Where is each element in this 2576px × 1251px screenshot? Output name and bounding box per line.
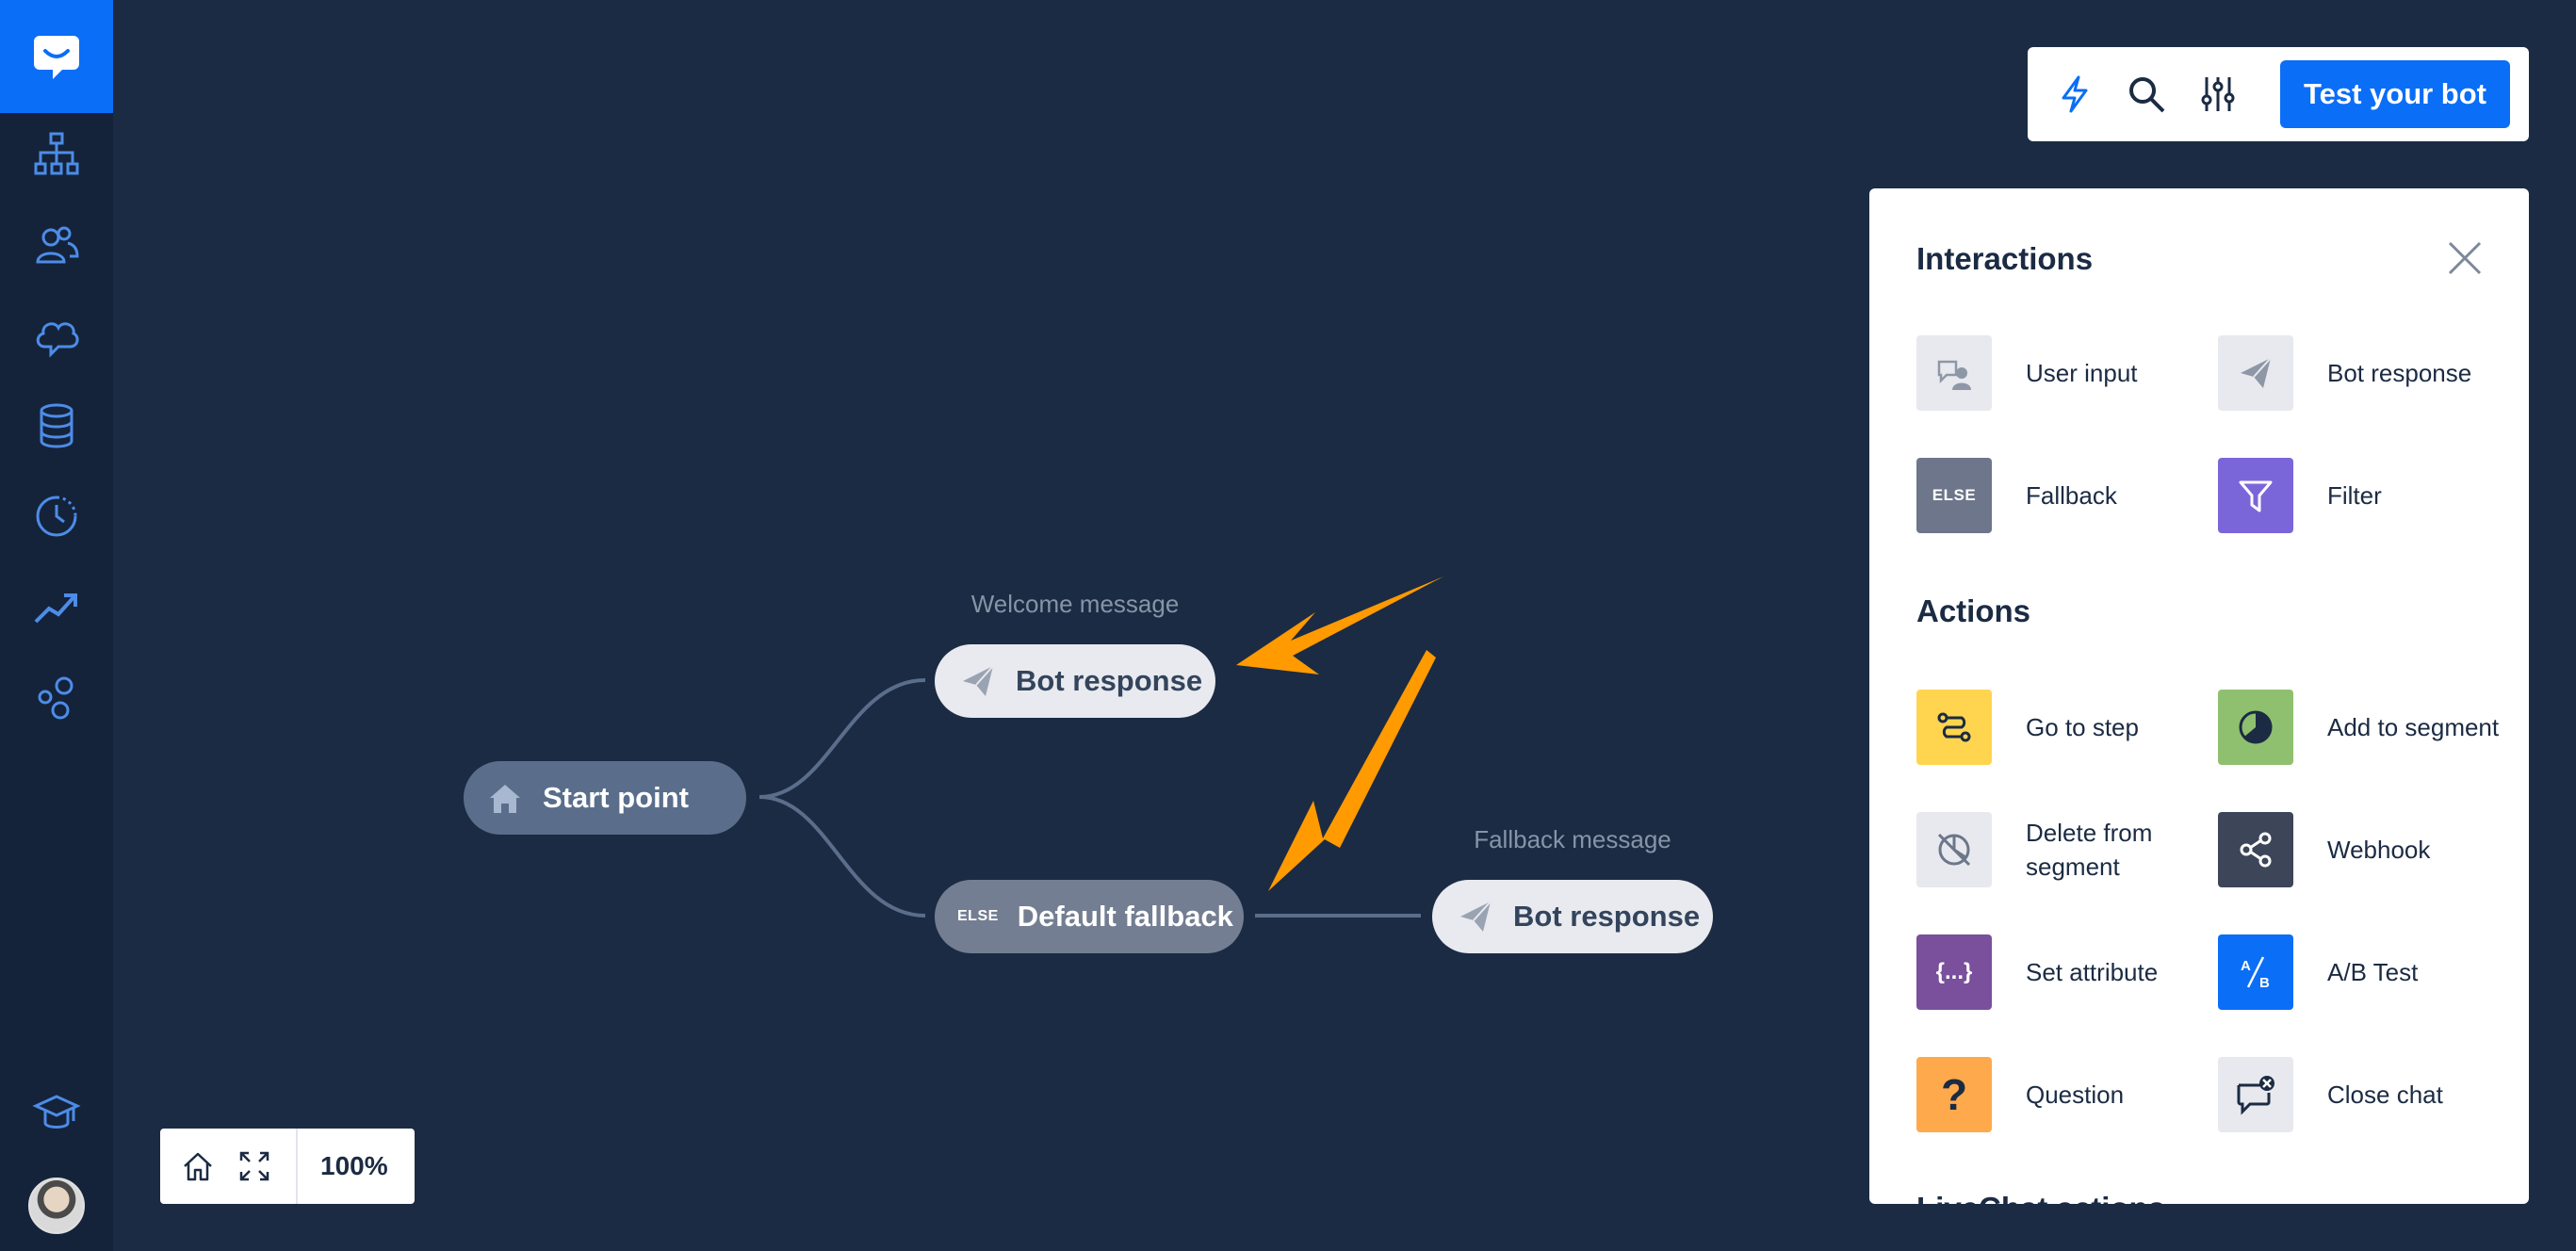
start-point-node[interactable]: Start point (464, 761, 746, 835)
divider (296, 1129, 298, 1204)
item-label: Close chat (2327, 1080, 2443, 1109)
node-label: Bot response (1016, 664, 1203, 697)
item-label: Set attribute (2026, 958, 2159, 986)
item-label: Bot response (2327, 359, 2472, 387)
node-label: Default fallback (1017, 900, 1233, 933)
item-label: Add to segment (2327, 713, 2500, 741)
annotation-arrow (1268, 650, 1436, 891)
action-webhook[interactable]: Webhook (2218, 812, 2506, 887)
question-icon: ? (1916, 1057, 1992, 1132)
fallback-bot-response-node[interactable]: Bot response (1432, 880, 1713, 953)
close-chat-icon (2218, 1057, 2293, 1132)
action-close-chat[interactable]: Close chat (2218, 1057, 2506, 1132)
node-label: Start point (543, 781, 689, 814)
avatar[interactable] (28, 1178, 85, 1234)
database-icon[interactable] (28, 398, 85, 454)
svg-text:B: B (2259, 975, 2270, 991)
livechat-actions-title: LiveChat actions (1916, 1191, 2165, 1204)
item-label: A/B Test (2327, 958, 2419, 986)
action-go-to-step[interactable]: Go to step (1916, 690, 2205, 765)
paper-plane-icon (963, 665, 994, 696)
sidebar (0, 0, 113, 1251)
zoom-level: 100% (320, 1151, 388, 1180)
action-set-attribute[interactable]: {...} Set attribute (1916, 934, 2205, 1010)
item-label: Fallback (2026, 481, 2117, 510)
else-icon: ELSE (957, 908, 999, 924)
paper-plane-icon (1460, 901, 1492, 932)
braces-icon: {...} (1916, 934, 1992, 1010)
interactions-title: Interactions (1916, 241, 2094, 276)
interaction-fallback[interactable]: ELSE Fallback (1916, 458, 2205, 533)
user-input-icon (1916, 335, 1992, 411)
home-outline-icon[interactable] (170, 1138, 226, 1194)
sliders-icon[interactable] (2190, 66, 2246, 122)
interaction-filter[interactable]: Filter (2218, 458, 2506, 533)
funnel-icon (2218, 458, 2293, 533)
users-icon[interactable] (28, 217, 85, 273)
paper-plane-icon (2218, 335, 2293, 411)
close-icon[interactable] (2444, 237, 2486, 279)
interaction-user-input[interactable]: User input (1916, 335, 2205, 411)
bubbles-icon[interactable] (28, 669, 85, 725)
action-delete-from-segment[interactable]: Delete from segment (1916, 812, 2205, 887)
interactions-panel: Interactions User input Bot response ELS… (1869, 188, 2529, 1204)
node-label: Bot response (1513, 900, 1701, 933)
annotation-arrow (1236, 577, 1443, 674)
trending-up-icon[interactable] (28, 578, 85, 635)
graduation-cap-icon[interactable] (28, 1083, 85, 1140)
zoom-controls: 100% (160, 1129, 415, 1204)
item-label: User input (2026, 359, 2138, 387)
else-icon: ELSE (1916, 458, 1992, 533)
flow-tree-icon[interactable] (28, 126, 85, 183)
share-nodes-icon (2218, 812, 2293, 887)
action-question[interactable]: ? Question (1916, 1057, 2205, 1132)
chat-bubble-icon[interactable] (0, 0, 113, 113)
lightning-icon[interactable] (2046, 66, 2103, 122)
item-label: Question (2026, 1080, 2125, 1109)
fit-screen-icon[interactable] (226, 1138, 283, 1194)
action-add-to-segment[interactable]: Add to segment (2218, 690, 2506, 765)
interaction-bot-response[interactable]: Bot response (2218, 335, 2506, 411)
svg-text:A: A (2241, 958, 2251, 974)
item-label: Webhook (2327, 836, 2431, 864)
welcome-caption: Welcome message (970, 590, 1180, 618)
fallback-caption: Fallback message (1474, 825, 1671, 853)
cloud-bubble-icon[interactable] (28, 307, 85, 364)
home-icon (490, 785, 520, 813)
test-your-bot-button[interactable]: Test your bot (2280, 60, 2510, 128)
pie-chart-icon (2218, 690, 2293, 765)
default-fallback-node[interactable]: ELSE Default fallback (935, 880, 1244, 953)
route-icon (1916, 690, 1992, 765)
search-icon[interactable] (2118, 66, 2175, 122)
item-label: Delete from segment (2026, 819, 2153, 881)
history-clock-icon[interactable] (28, 488, 85, 544)
item-label: Filter (2327, 481, 2382, 510)
top-toolbar: Test your bot (2028, 47, 2529, 141)
welcome-bot-response-node[interactable]: Bot response (935, 644, 1215, 718)
item-label: Go to step (2026, 713, 2139, 741)
segment-off-icon (1916, 812, 1992, 887)
actions-title: Actions (1916, 593, 2031, 628)
